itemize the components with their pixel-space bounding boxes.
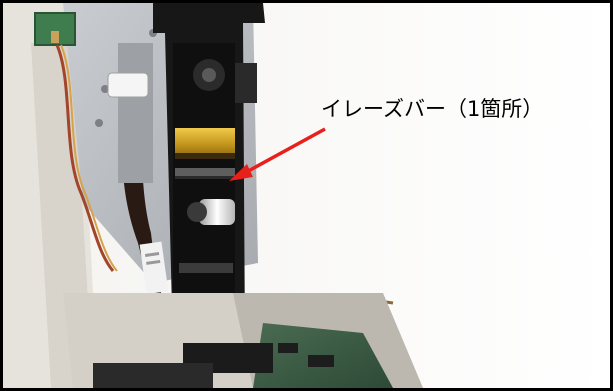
panel-screw (101, 85, 109, 93)
side-block (235, 63, 257, 103)
gear-hub (202, 68, 216, 82)
board-chip (308, 355, 334, 367)
wire-harness (60, 44, 118, 272)
white-roller (199, 199, 235, 225)
white-clip (107, 72, 149, 98)
erase-bar (175, 168, 235, 176)
panel-screw (95, 119, 103, 127)
board-connector (51, 31, 59, 43)
roller-hub (187, 202, 207, 222)
printer-interior-photo (3, 3, 610, 388)
label-line (146, 259, 161, 265)
red-arrow-icon (240, 127, 326, 177)
front-shaft (93, 363, 213, 388)
red-arrow-head-icon (229, 164, 253, 181)
board-chip (278, 343, 298, 353)
erase-bar-shadow (175, 176, 235, 179)
wire-harness (55, 44, 115, 272)
erase-bar-callout-label: イレーズバー（1箇所） (321, 97, 544, 121)
print-head-edge (175, 153, 235, 159)
lower-roller (179, 263, 233, 273)
label-line (144, 252, 160, 257)
bracket (118, 43, 153, 183)
